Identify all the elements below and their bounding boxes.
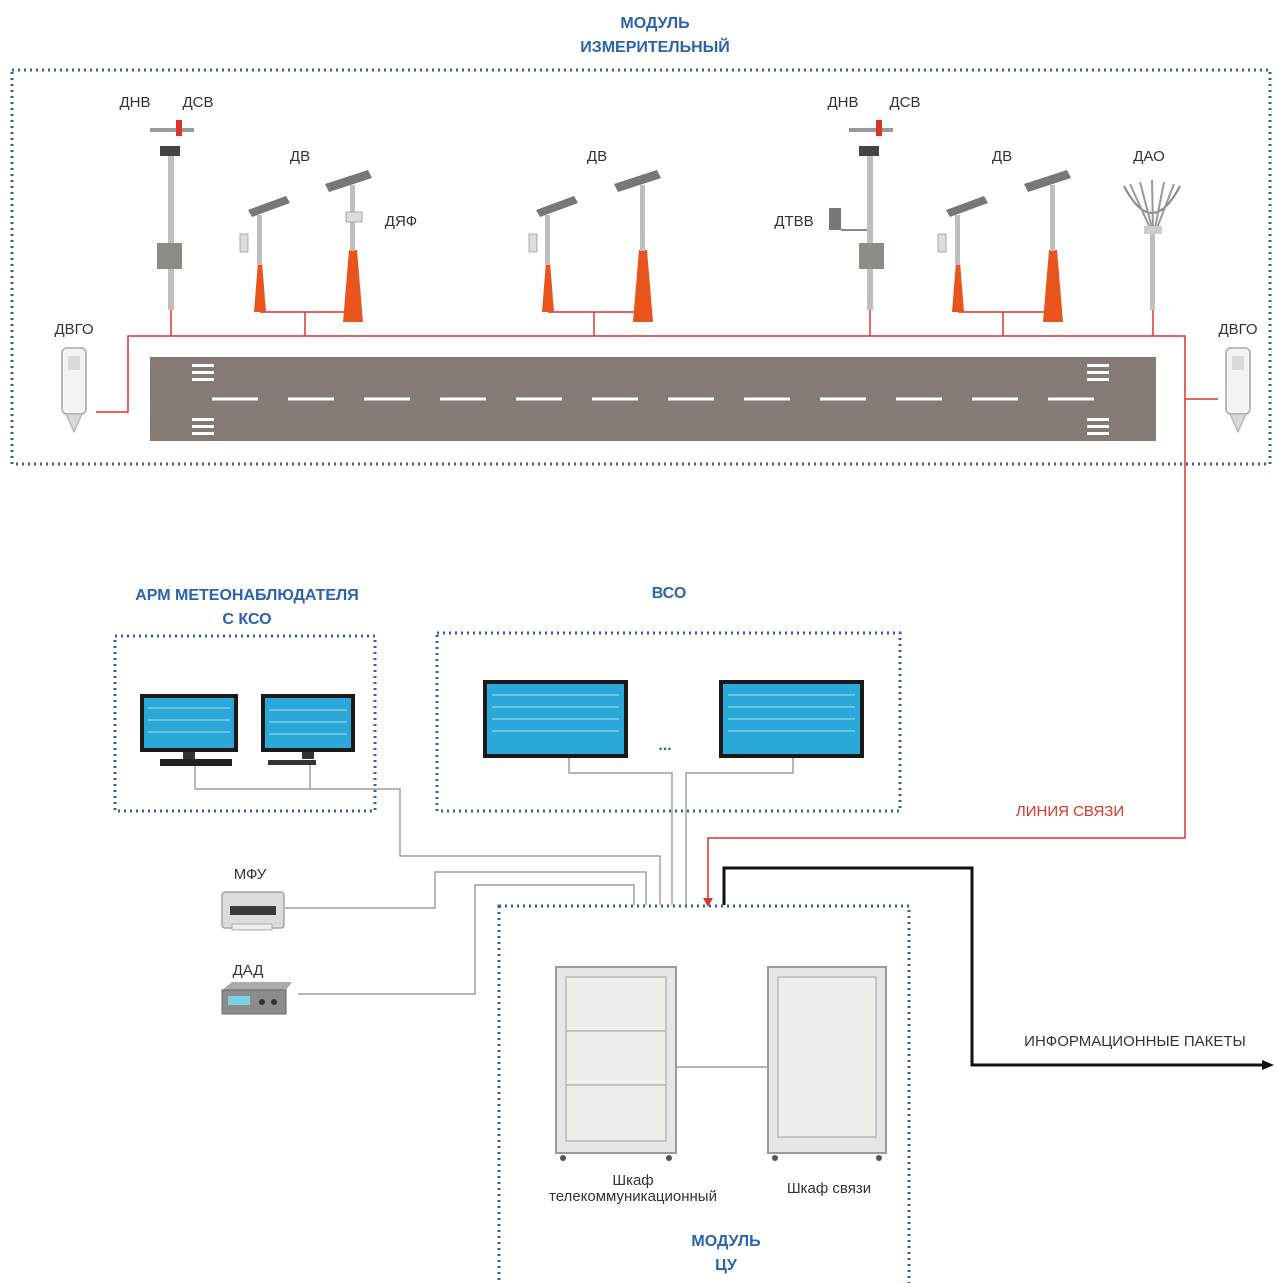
label-dvgo-right: ДВГО (1218, 321, 1257, 338)
visibility-sensor-3b-icon (1024, 170, 1071, 322)
measuring-module-title-1: МОДУЛЬ (620, 15, 689, 32)
control-module-title-1: МОДУЛЬ (691, 1233, 760, 1250)
comm-line-label: ЛИНИЯ СВЯЗИ (1016, 803, 1124, 820)
weather-station-1-icon (150, 120, 194, 310)
label-dnv-1: ДНВ (120, 94, 151, 111)
control-module-title-2: ЦУ (715, 1257, 738, 1274)
label-dvgo-left: ДВГО (54, 321, 93, 338)
vso-display-1-icon (483, 680, 628, 758)
runway (150, 357, 1156, 441)
visibility-sensor-2a-icon (528, 196, 578, 312)
cloud-height-sensor-right-icon (1225, 347, 1251, 434)
label-dsv-2: ДСВ (890, 94, 921, 111)
label-dv-2: ДВ (587, 148, 607, 165)
comm-line (707, 399, 1186, 900)
control-module-frame (497, 904, 911, 1283)
arm-monitor-1-icon (140, 694, 238, 766)
label-dyaf: ДЯФ (385, 213, 417, 230)
telecom-cabinet-label-1: Шкаф (612, 1172, 653, 1189)
label-mfu: МФУ (234, 866, 267, 883)
info-packets-label: ИНФОРМАЦИОННЫЕ ПАКЕТЫ (1024, 1033, 1246, 1050)
vso-title: ВСО (652, 585, 687, 602)
label-dtvv: ДТВВ (774, 213, 813, 230)
label-dnv-2: ДНВ (828, 94, 859, 111)
sensor-bus (96, 300, 1218, 907)
comm-cabinet-icon (767, 966, 887, 1161)
vso-display-2-icon (719, 680, 864, 758)
precipitation-sensor-icon (1123, 179, 1181, 310)
mfu-icon (221, 891, 285, 931)
vso-frame (435, 631, 902, 813)
comm-cabinet-label: Шкаф связи (787, 1180, 871, 1197)
cables (194, 758, 794, 995)
visibility-sensor-3a-icon (937, 196, 988, 312)
arm-monitor-2-icon (261, 694, 355, 765)
label-dv-1: ДВ (290, 148, 310, 165)
label-dad: ДАД (233, 962, 264, 979)
label-dao: ДАО (1133, 148, 1165, 165)
visibility-sensor-1a-icon (239, 196, 290, 312)
runway-markings (192, 364, 1109, 435)
visibility-sensor-1b-icon (325, 170, 372, 322)
visibility-sensor-2b-icon (614, 170, 661, 322)
measuring-module-frame (10, 68, 1272, 466)
arm-title-1: АРМ МЕТЕОНАБЛЮДАТЕЛЯ (135, 587, 359, 604)
arm-title-2: С КСО (222, 611, 271, 628)
label-dv-3: ДВ (992, 148, 1012, 165)
telecom-cabinet-label-2: телекоммуникационный (549, 1188, 717, 1205)
vso-ellipsis: ... (658, 737, 671, 754)
telecom-cabinet-icon (555, 966, 677, 1161)
measuring-module-title-2: ИЗМЕРИТЕЛЬНЫЙ (580, 37, 730, 56)
arm-frame (113, 634, 377, 813)
info-packets-output (722, 866, 1274, 1070)
weather-station-2-icon (829, 120, 893, 310)
label-dsv-1: ДСВ (183, 94, 214, 111)
cloud-height-sensor-left-icon (61, 347, 87, 434)
dad-icon (221, 982, 292, 1015)
